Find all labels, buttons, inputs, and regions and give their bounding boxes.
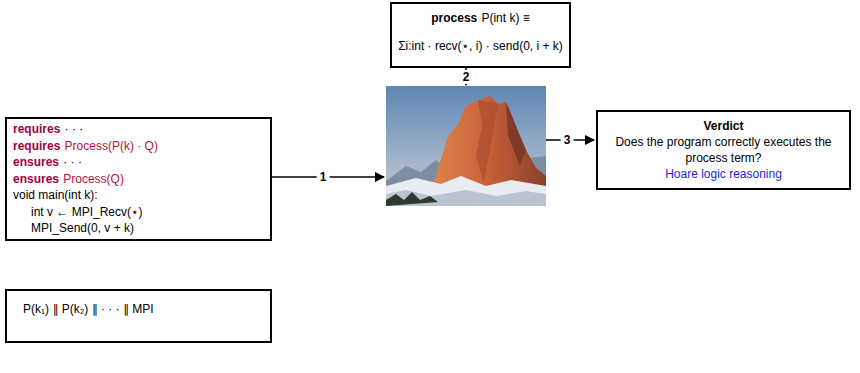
text-line: Does the program correctly executes the …: [604, 134, 843, 166]
text-line: void main(int k):: [13, 187, 264, 204]
node-text: P(int k) ≡: [481, 11, 529, 25]
node-text: void main(int k):: [13, 188, 98, 202]
node-text: · · ·: [65, 122, 84, 136]
callout-number: 3: [561, 133, 574, 147]
node-text: int v ← MPI_Recv(⋆): [31, 205, 143, 219]
node-text: Σi:int · recv(⋆, i) · send(0, i + k): [398, 39, 563, 53]
node-text: ensures: [13, 155, 59, 169]
callout-number: 1: [317, 170, 330, 184]
text-line: ensures · · ·: [13, 154, 264, 171]
node-text: requires: [13, 139, 60, 153]
text-line: Hoare logic reasoning: [604, 166, 843, 182]
node-text: ensures: [13, 172, 59, 186]
node-text: requires: [13, 122, 60, 136]
text-line: requires Process(P(k) · Q): [13, 138, 264, 155]
node-text: MPI_Send(0, v + k): [31, 221, 134, 235]
node-text: Verdict: [703, 119, 743, 133]
text-line: P(k₁) ∥ P(k₂) ∥ · · · ∥ MPI: [23, 301, 254, 317]
text-line: Verdict: [604, 118, 843, 134]
code-box: requires· · ·requiresProcess(P(k) · Q)en…: [5, 117, 272, 241]
node-text: process: [431, 11, 477, 25]
text-line: MPI_Send(0, v + k): [13, 220, 264, 237]
process-box: process P(int k) ≡ Σi:int · recv(⋆, i) · s…: [390, 2, 571, 68]
mountain-photo: [386, 86, 546, 206]
node-text: Process(Q): [63, 172, 124, 186]
composition-box: P(k₁) ∥ P(k₂) ∥ · · · ∥ MPI: [5, 289, 272, 343]
text-line: int v ← MPI_Recv(⋆): [13, 204, 264, 221]
node-text: · · ·: [63, 155, 82, 169]
node-text: Does the program correctly executes the …: [615, 135, 831, 165]
node-text: Process(P(k) · Q): [65, 139, 158, 153]
text-line: requires · · ·: [13, 121, 264, 138]
callout-number: 2: [460, 70, 473, 84]
text-line: Σi:int · recv(⋆, i) · send(0, i + k): [396, 38, 565, 54]
verdict-box: VerdictDoes the program correctly execut…: [596, 110, 851, 190]
text-line: ensures Process(Q): [13, 171, 264, 188]
node-text: P(k₁) ∥ P(k₂) ∥ · · · ∥ MPI: [23, 302, 154, 316]
text-line: process P(int k) ≡: [396, 10, 565, 26]
node-text: Hoare logic reasoning: [665, 167, 782, 181]
